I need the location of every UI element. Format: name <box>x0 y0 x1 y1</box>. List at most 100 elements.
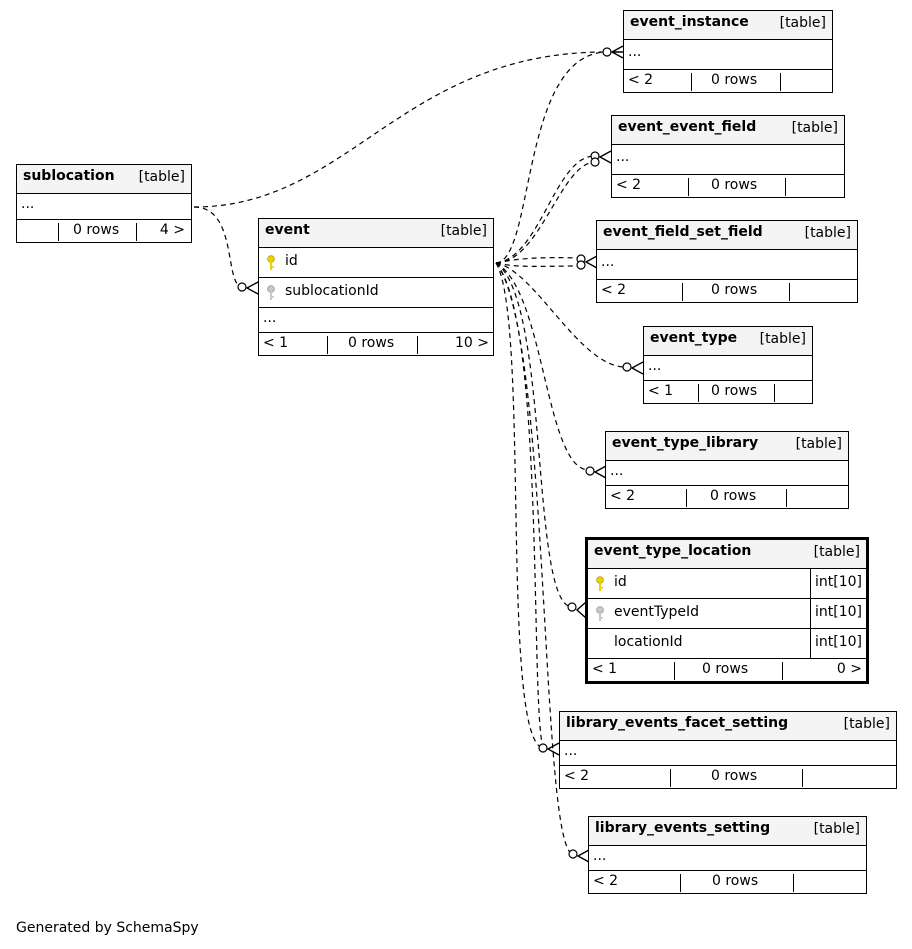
table-header: event_type_library [table] <box>606 432 848 461</box>
table-library-events-facet-setting[interactable]: library_events_facet_setting [table] ...… <box>559 711 897 789</box>
edge-end-circle <box>602 47 612 57</box>
row-ellipsis: ... <box>593 848 607 864</box>
parents-count[interactable]: < 1 <box>592 661 618 677</box>
edge-event-event-field-set-field-2 <box>495 262 581 267</box>
rows-count: 0 rows <box>711 282 758 298</box>
table-event-type-library[interactable]: event_type_library [table] ... < 2 0 row… <box>605 431 849 509</box>
edge-event-event-field-set-field-1 <box>495 257 581 264</box>
table-footer: < 1 0 rows <box>644 381 812 403</box>
table-name: event_type_location <box>594 543 752 559</box>
parents-count[interactable]: < 1 <box>263 335 289 351</box>
table-header: sublocation [table] <box>17 165 191 194</box>
table-event-event-field[interactable]: event_event_field [table] ... < 2 0 rows <box>611 115 845 198</box>
crow-foot <box>245 281 259 295</box>
children-count[interactable]: 10 > <box>455 335 489 351</box>
edge-event-event-type <box>495 262 627 368</box>
table-footer: < 1 0 rows 0 > <box>588 659 866 681</box>
parents-count: < 2 <box>601 282 627 298</box>
column-name: eventTypeId <box>614 604 700 620</box>
table-header: event_field_set_field [table] <box>597 221 857 250</box>
parents-count[interactable]: < 2 <box>610 488 636 504</box>
row-ellipsis: ... <box>601 254 615 270</box>
table-row-more: ... <box>612 145 844 175</box>
rows-count: 0 rows <box>711 768 758 784</box>
table-name: event_type_library <box>612 435 759 451</box>
column-row: locationId int[10] <box>588 629 866 659</box>
table-event-type-location[interactable]: event_type_location [table] id int[10] e… <box>585 537 869 684</box>
table-kind: [table] <box>791 120 838 136</box>
table-kind: [table] <box>759 331 806 347</box>
edge-event-event-type-location <box>495 262 572 608</box>
rows-count: 0 rows <box>348 335 395 351</box>
row-ellipsis: ... <box>628 44 642 60</box>
table-footer: < 2 0 rows <box>589 871 866 893</box>
column-name: sublocationId <box>285 283 379 299</box>
table-event[interactable]: event [table] id sublocationId ... < 1 0… <box>258 218 494 356</box>
table-header: event_type [table] <box>644 327 812 356</box>
edge-event-event-event-field-2 <box>495 161 595 264</box>
column-row: eventTypeId int[10] <box>588 599 866 629</box>
table-footer: 0 rows 4 > <box>17 220 191 242</box>
table-row-more: ... <box>560 741 896 766</box>
table-footer: < 2 0 rows <box>612 175 844 197</box>
crow-foot <box>546 742 560 756</box>
edge-event-library-events-setting <box>495 262 573 855</box>
edge-end-circle <box>568 849 578 859</box>
table-kind: [table] <box>813 544 860 560</box>
crow-foot <box>630 361 644 375</box>
table-event-type[interactable]: event_type [table] ... < 1 0 rows <box>643 326 813 404</box>
table-kind: [table] <box>779 15 826 31</box>
edge-end-circle <box>590 157 600 167</box>
rows-count: 0 rows <box>710 488 757 504</box>
column-row: id int[10] <box>588 569 866 599</box>
children-count[interactable]: 0 > <box>836 661 862 677</box>
table-header: event [table] <box>259 219 493 248</box>
row-ellipsis: ... <box>564 743 578 759</box>
table-sublocation[interactable]: sublocation [table] ... 0 rows 4 > <box>16 164 192 243</box>
table-header: event_instance [table] <box>624 11 832 40</box>
crow-foot <box>576 849 590 863</box>
children-count[interactable]: 4 > <box>159 222 185 238</box>
table-kind: [table] <box>138 169 185 185</box>
table-name: event_field_set_field <box>603 224 763 240</box>
table-kind: [table] <box>795 436 842 452</box>
foreign-key-icon <box>596 606 604 621</box>
table-footer: < 2 0 rows <box>560 766 896 788</box>
edge-end-circle <box>538 743 548 753</box>
table-header: event_type_location [table] <box>588 540 866 569</box>
edge-end-circle <box>567 602 577 612</box>
table-row-more: ... <box>644 356 812 381</box>
column-row: sublocationId <box>259 278 493 308</box>
table-event-field-set-field[interactable]: event_field_set_field [table] ... < 2 0 … <box>596 220 858 303</box>
primary-key-icon <box>596 576 604 591</box>
table-footer: < 2 0 rows <box>606 486 848 508</box>
table-row-more: ... <box>597 250 857 280</box>
column-name: locationId <box>614 634 683 650</box>
foreign-key-icon <box>267 285 275 300</box>
parents-count[interactable]: < 1 <box>648 383 674 399</box>
crow-foot <box>584 255 598 269</box>
table-kind: [table] <box>804 225 851 241</box>
table-name: event_type <box>650 330 738 346</box>
table-name: event_instance <box>630 14 749 30</box>
edge-event-event-type-library <box>495 262 590 471</box>
parents-count[interactable]: < 2 <box>564 768 590 784</box>
rows-count: 0 rows <box>711 177 758 193</box>
crow-foot <box>593 465 607 479</box>
table-footer: < 1 0 rows 10 > <box>259 333 493 355</box>
primary-key-icon <box>267 255 275 270</box>
column-row: id <box>259 248 493 278</box>
edge-event-event-instance <box>495 51 607 264</box>
row-ellipsis: ... <box>610 463 624 479</box>
table-row-more: ... <box>259 308 493 333</box>
table-event-instance[interactable]: event_instance [table] ... < 2 0 rows <box>623 10 833 93</box>
edge-end-circle <box>237 282 247 292</box>
table-footer: < 2 0 rows <box>597 280 857 302</box>
table-header: event_event_field [table] <box>612 116 844 145</box>
table-library-events-setting[interactable]: library_events_setting [table] ... < 2 0… <box>588 816 867 894</box>
table-name: event_event_field <box>618 119 757 135</box>
edge-end-circle <box>622 362 632 372</box>
parents-count[interactable]: < 2 <box>593 873 619 889</box>
table-name: library_events_setting <box>595 820 771 836</box>
